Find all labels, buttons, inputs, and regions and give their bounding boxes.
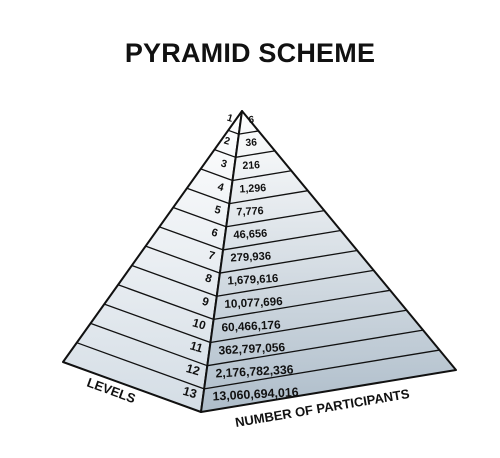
level-label: 9	[200, 295, 210, 309]
participant-count: 279,936	[230, 250, 271, 264]
level-label: 7	[207, 250, 216, 263]
level-label: 2	[222, 136, 231, 148]
band-divider-right	[222, 229, 341, 251]
participant-count: 13,060,694,016	[212, 385, 299, 403]
level-label: 8	[204, 272, 214, 285]
band-divider-right	[219, 249, 358, 274]
level-label: 6	[210, 227, 219, 240]
level-label: 12	[185, 361, 202, 378]
band-divider-left	[131, 264, 217, 297]
band-divider-left	[104, 303, 211, 344]
band-divider-right	[216, 269, 374, 297]
band-divider-left	[117, 284, 214, 320]
level-label: 5	[213, 204, 222, 217]
band-divider-right	[235, 150, 276, 158]
band-divider-right	[238, 130, 259, 135]
level-label: 4	[216, 181, 225, 194]
participant-count: 7,776	[236, 205, 264, 218]
participant-count: 10,077,696	[224, 295, 283, 311]
level-label: 10	[191, 315, 208, 332]
participant-count: 362,797,056	[218, 340, 286, 357]
participant-count: 36	[245, 137, 257, 149]
participant-count: 2,176,782,336	[215, 362, 294, 380]
band-divider-left	[76, 342, 205, 390]
band-divider-right	[232, 170, 292, 182]
band-divider-left	[145, 245, 221, 274]
participant-count: 1,679,616	[227, 273, 278, 288]
level-label: 1	[226, 113, 235, 125]
participant-count: 60,466,176	[221, 317, 281, 334]
band-divider-left	[172, 206, 227, 228]
band-divider-left	[159, 226, 224, 251]
participant-count: 46,656	[233, 228, 267, 242]
band-divider-right	[229, 190, 308, 205]
level-label: 3	[219, 158, 228, 170]
page-title: PYRAMID SCHEME	[124, 38, 376, 68]
level-label: 11	[188, 338, 204, 355]
participant-count: 6	[248, 115, 255, 126]
level-label: 13	[181, 384, 198, 401]
band-divider-right	[207, 329, 424, 367]
pyramid-right-face	[200, 110, 457, 413]
band-divider-right	[210, 309, 407, 344]
band-divider-left	[214, 149, 236, 158]
band-divider-left	[228, 129, 240, 135]
band-divider-right	[213, 289, 391, 321]
band-divider-left	[90, 322, 208, 367]
band-divider-right	[226, 209, 325, 228]
participant-count: 216	[242, 160, 260, 172]
band-divider-right	[204, 349, 440, 390]
participant-count: 1,296	[239, 182, 266, 195]
band-divider-left	[186, 187, 230, 205]
band-divider-left	[200, 168, 233, 182]
